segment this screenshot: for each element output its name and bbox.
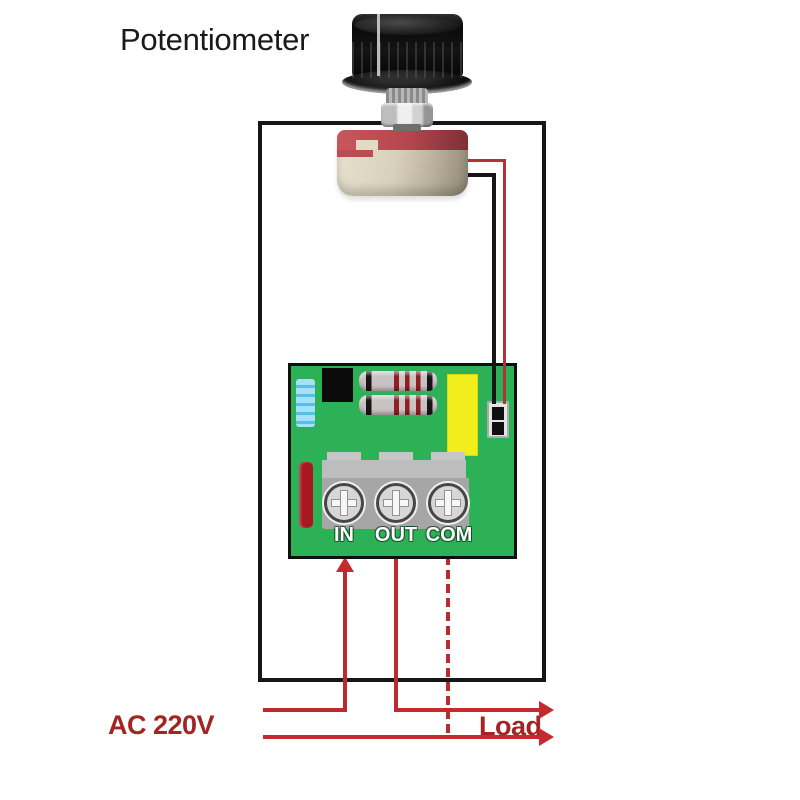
wire-in-vertical xyxy=(343,570,347,710)
screw-cross-icon xyxy=(444,490,452,516)
knob-indicator-mark xyxy=(377,14,380,76)
wire-bottom-horizontal xyxy=(263,735,540,739)
connector-pin-2 xyxy=(492,422,504,435)
pot-wire-black-vertical xyxy=(492,173,496,404)
load-label: Load xyxy=(479,711,542,741)
connector-pin-1 xyxy=(492,407,504,420)
washer xyxy=(393,124,421,131)
potentiometer-band-step xyxy=(337,150,373,157)
terminal-label-in: IN xyxy=(334,524,354,546)
screw-cross-icon xyxy=(392,490,400,516)
pot-wire-red-horizontal xyxy=(466,159,506,162)
terminal-label-out: OUT xyxy=(374,524,418,546)
wire-com-dashed xyxy=(446,556,450,739)
wire-ac-horizontal xyxy=(263,708,347,712)
ac-source-label: AC 220V xyxy=(108,710,215,740)
pot-wire-red-vertical xyxy=(503,159,506,404)
terminal-tab-2 xyxy=(379,452,413,462)
regulator-pcb: IN OUT COM xyxy=(288,363,517,559)
terminal-label-com: COM xyxy=(425,524,473,546)
black-chip xyxy=(322,368,353,402)
load-arrow-icon xyxy=(539,701,554,719)
potentiometer-band-notch xyxy=(356,140,378,150)
wire-out-horizontal xyxy=(394,708,540,712)
terminal-screw-in xyxy=(324,483,364,523)
terminal-screw-com xyxy=(428,483,468,523)
wire-out-vertical xyxy=(394,556,398,710)
yellow-capacitor xyxy=(447,374,478,456)
pot-connector xyxy=(487,401,509,438)
pot-wire-black-horizontal xyxy=(466,173,496,177)
load-arrow-icon-bottom xyxy=(539,728,554,746)
in-arrow-up-icon xyxy=(336,557,354,572)
terminal-tab-1 xyxy=(327,452,361,462)
potentiometer-label: Potentiometer xyxy=(120,22,310,57)
resistor-1 xyxy=(359,371,437,391)
knob-top-face xyxy=(355,15,460,35)
knob-knurling xyxy=(352,42,463,78)
mounting-nut xyxy=(381,103,433,127)
resistor-2 xyxy=(359,395,437,415)
terminal-screw-out xyxy=(376,483,416,523)
red-led-component xyxy=(299,462,313,528)
screw-cross-icon xyxy=(340,490,348,516)
blue-capacitor xyxy=(296,379,315,427)
terminal-block-upper xyxy=(322,460,466,478)
terminal-tab-3 xyxy=(431,452,465,462)
